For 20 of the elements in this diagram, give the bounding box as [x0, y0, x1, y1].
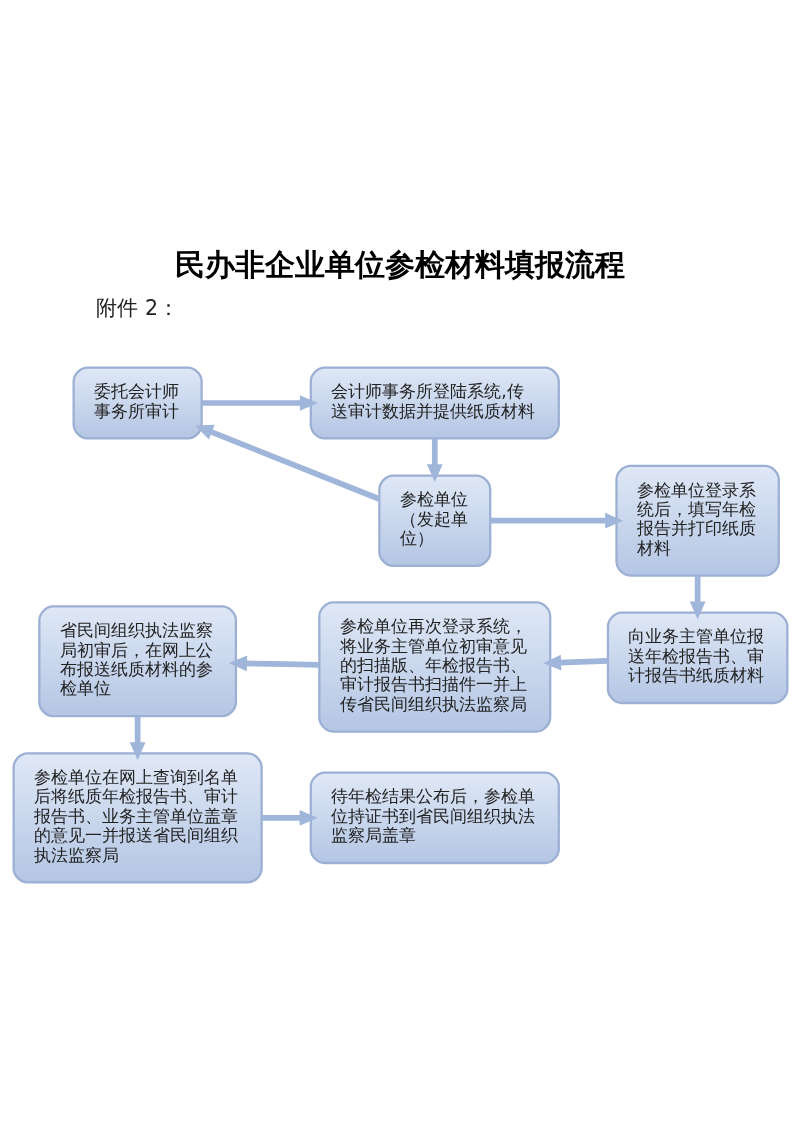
- node-box: 参检单位（发起单位）: [377, 474, 491, 567]
- arrow: [129, 716, 145, 761]
- node-box: 向业务主管单位报送年检报告书、审计报告书纸质材料: [606, 611, 788, 705]
- node-box: 会计师事务所登陆系统,传送审计数据并提供纸质材料: [309, 366, 560, 440]
- node-box: 省民间组织执法监察局初审后，在网上公布报送纸质材料的参检单位: [37, 605, 237, 718]
- node-box: 参检单位登录系统后，填写年检报告并打印纸质材料: [614, 464, 780, 577]
- arrow: [228, 655, 319, 672]
- arrow: [201, 395, 318, 411]
- arrow: [261, 810, 318, 826]
- arrow: [489, 512, 623, 529]
- arrow: [426, 438, 443, 483]
- label: 附件 2：: [96, 296, 179, 321]
- arrow: [542, 654, 608, 671]
- node-box: 委托会计师事务所审计: [72, 366, 203, 440]
- node-box: 参检单位再次登录系统，将业务主管单位初审意见的扫描版、年检报告书、审计报告书扫描件一并上传省民间组织执法监察局: [317, 601, 551, 733]
- diagram-title: 民办非企业单位参检材料填报流程: [174, 246, 625, 282]
- node-box: 待年检结果公布后，参检单位持证书到省民间组织执法监察局盖章: [309, 771, 560, 865]
- node-box: 参检单位在网上查询到名单后将纸质年检报告书、审计报告书、业务主管单位盖章的意见一并报送省民间组织执法监察局: [12, 752, 263, 884]
- arrow: [689, 575, 705, 620]
- arrow: [194, 424, 380, 502]
